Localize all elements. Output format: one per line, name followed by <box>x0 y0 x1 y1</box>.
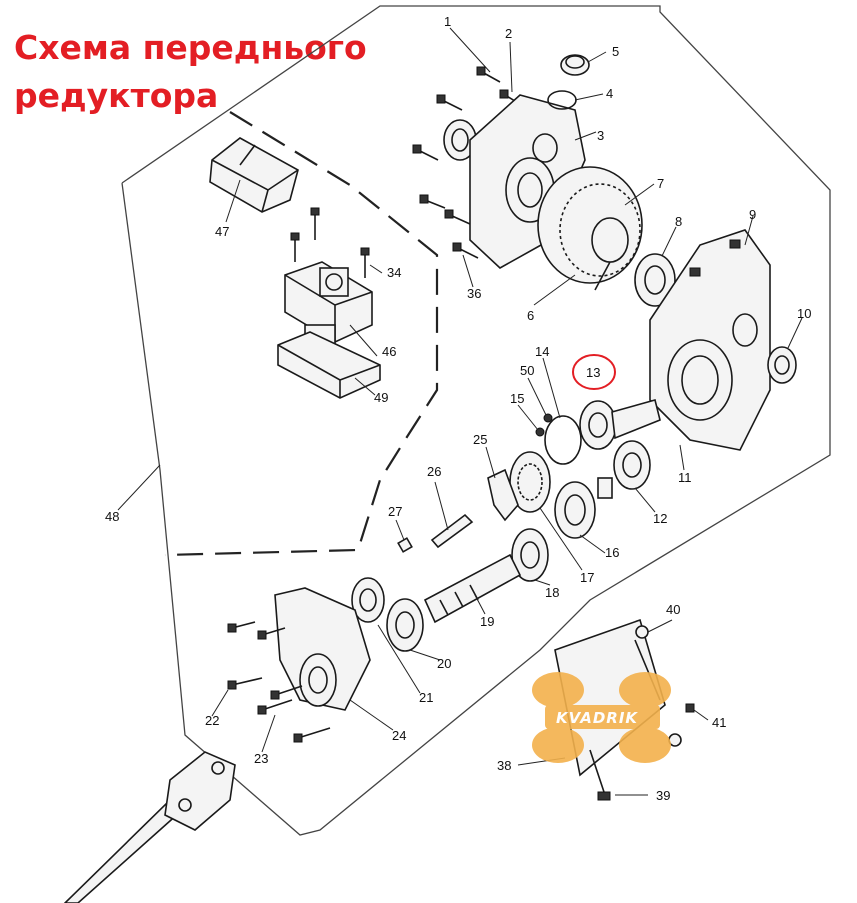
label-4: 4 <box>606 86 613 101</box>
main-housing-9 <box>649 229 771 451</box>
label-9: 9 <box>749 207 756 222</box>
label-7: 7 <box>657 176 664 191</box>
part-labels: 1 2 3 4 5 6 7 8 9 10 11 12 13 14 15 16 1… <box>105 14 811 803</box>
watermark-brand: KVADRIK <box>556 709 638 727</box>
clip-50 <box>543 413 553 423</box>
label-16: 16 <box>605 545 619 560</box>
label-24: 24 <box>392 728 406 743</box>
label-1: 1 <box>444 14 451 29</box>
label-10: 10 <box>797 306 811 321</box>
bearing-20 <box>386 598 424 652</box>
label-2: 2 <box>505 26 512 41</box>
seal-10 <box>767 346 797 384</box>
label-36: 36 <box>467 286 481 301</box>
title-line-1: Схема переднього <box>14 28 367 67</box>
leader-lines <box>117 27 803 796</box>
label-20: 20 <box>437 656 451 671</box>
label-27: 27 <box>388 504 402 519</box>
label-8: 8 <box>675 214 682 229</box>
label-5: 5 <box>612 44 619 59</box>
label-25: 25 <box>473 432 487 447</box>
pinion-shaft <box>611 399 661 440</box>
sleeve <box>597 477 613 499</box>
label-6: 6 <box>527 308 534 323</box>
gear-16 <box>554 481 596 539</box>
bearing-13 <box>579 400 617 450</box>
input-shaft-19 <box>423 553 522 624</box>
label-49: 49 <box>374 390 388 405</box>
pin-27 <box>397 537 413 553</box>
label-50: 50 <box>520 363 534 378</box>
label-46: 46 <box>382 344 396 359</box>
bearing-8 <box>634 253 676 307</box>
sleeve-gear-18 <box>511 528 549 582</box>
label-17: 17 <box>580 570 594 585</box>
label-38: 38 <box>497 758 511 773</box>
base-plate-49 <box>277 331 381 399</box>
shift-fork-25 <box>487 468 519 522</box>
gear-17 <box>509 451 551 513</box>
bearing-12 <box>613 440 651 490</box>
label-22: 22 <box>205 713 219 728</box>
label-23: 23 <box>254 751 268 766</box>
diagram-title: Схема переднього редуктора <box>14 24 367 120</box>
washer-14 <box>544 415 582 465</box>
label-18: 18 <box>545 585 559 600</box>
title-line-2: редуктора <box>14 76 219 115</box>
housing-bolts <box>227 621 331 743</box>
label-48: 48 <box>105 509 119 524</box>
sensor-cover-47 <box>209 137 299 213</box>
input-housing-24 <box>274 587 371 711</box>
label-39: 39 <box>656 788 670 803</box>
label-3: 3 <box>597 128 604 143</box>
driveshaft <box>63 751 236 903</box>
label-11: 11 <box>678 470 692 485</box>
label-47: 47 <box>215 224 229 239</box>
label-19: 19 <box>480 614 494 629</box>
label-26: 26 <box>427 464 441 479</box>
kvadrik-watermark-logo: KVADRIK <box>532 672 671 763</box>
label-21: 21 <box>419 690 433 705</box>
label-15: 15 <box>510 391 524 406</box>
pin-26 <box>430 513 474 549</box>
bearing-left <box>351 577 385 623</box>
highlight-circle-part-13 <box>572 354 616 390</box>
label-41: 41 <box>712 715 726 730</box>
label-40: 40 <box>666 602 680 617</box>
subassembly-dashed-outline <box>164 111 439 557</box>
assembly-border <box>121 5 831 836</box>
label-34: 34 <box>387 265 401 280</box>
label-12: 12 <box>653 511 667 526</box>
label-14: 14 <box>535 344 549 359</box>
cover-bolts <box>412 66 521 259</box>
sensor-screws <box>290 207 370 278</box>
cap-5 <box>560 54 590 76</box>
ring-gear-7 <box>537 166 643 291</box>
label-13: 13 <box>586 365 600 380</box>
